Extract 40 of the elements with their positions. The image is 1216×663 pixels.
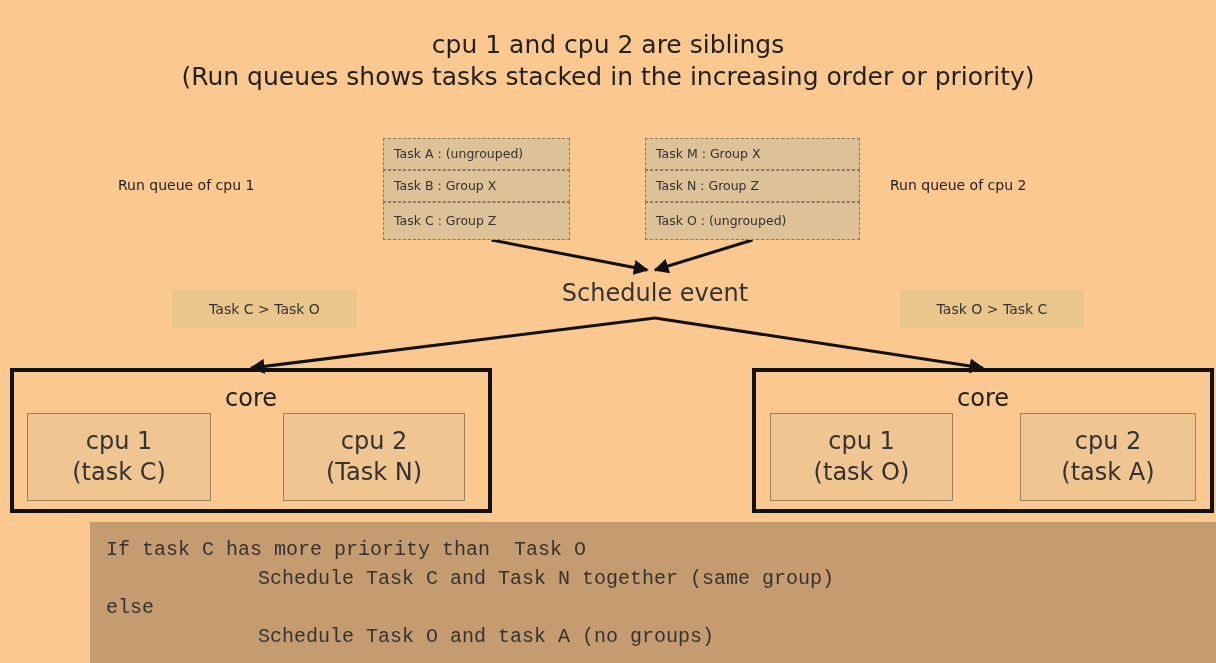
text-label: Task A : (ungrouped) [394, 145, 524, 163]
text-label: Task O : (ungrouped) [656, 212, 787, 230]
code-line: Schedule Task O and task A (no groups) [258, 623, 715, 650]
cpu-label: cpu 2 (Task N) [324, 425, 424, 488]
core-box [10, 368, 492, 513]
text-label: Task N : Group Z [656, 177, 760, 195]
cpu-label: cpu 2 (task A) [1060, 425, 1156, 488]
cpu-label: cpu 1 (task O) [812, 425, 911, 488]
core-box [752, 368, 1214, 513]
arrow [654, 316, 985, 374]
code-box [90, 522, 1216, 663]
code-line: Schedule Task C and Task N together (same group) [258, 565, 835, 592]
queue-entry-box [383, 202, 570, 240]
queue-entry-box [383, 138, 570, 170]
code-line: else [106, 594, 154, 621]
subtitle: (Run queues shows tasks stacked in the increasing order or priority) [180, 62, 1036, 91]
queue-label: Run queue of cpu 1 [118, 177, 255, 193]
code-line: If task C has more priority than Task O [106, 536, 587, 563]
queue-label: Run queue of cpu 2 [890, 177, 1027, 193]
text-label: Task C > Task O [209, 299, 320, 319]
arrow [249, 316, 656, 374]
arrow [653, 238, 753, 274]
cpu-box [283, 413, 465, 501]
arrow [491, 238, 649, 275]
text-label: Schedule event [561, 278, 749, 310]
core-label: core [956, 384, 1010, 412]
text-label: Task O > Task C [936, 299, 1048, 319]
text-label: Task M : Group X [656, 145, 761, 163]
text-label: Task B : Group X [394, 177, 497, 195]
cpu-box [27, 413, 211, 501]
queue-entry-box [645, 170, 860, 202]
cpu-label: cpu 1 (task C) [71, 425, 167, 488]
queue-entry-box [645, 138, 860, 170]
cpu-box [1020, 413, 1196, 501]
title: cpu 1 and cpu 2 are siblings [430, 30, 786, 59]
text-label: Task C : Group Z [394, 212, 497, 230]
core-label: core [224, 384, 278, 412]
queue-entry-box [645, 202, 860, 240]
cpu-box [770, 413, 953, 501]
queue-entry-box [383, 170, 570, 202]
